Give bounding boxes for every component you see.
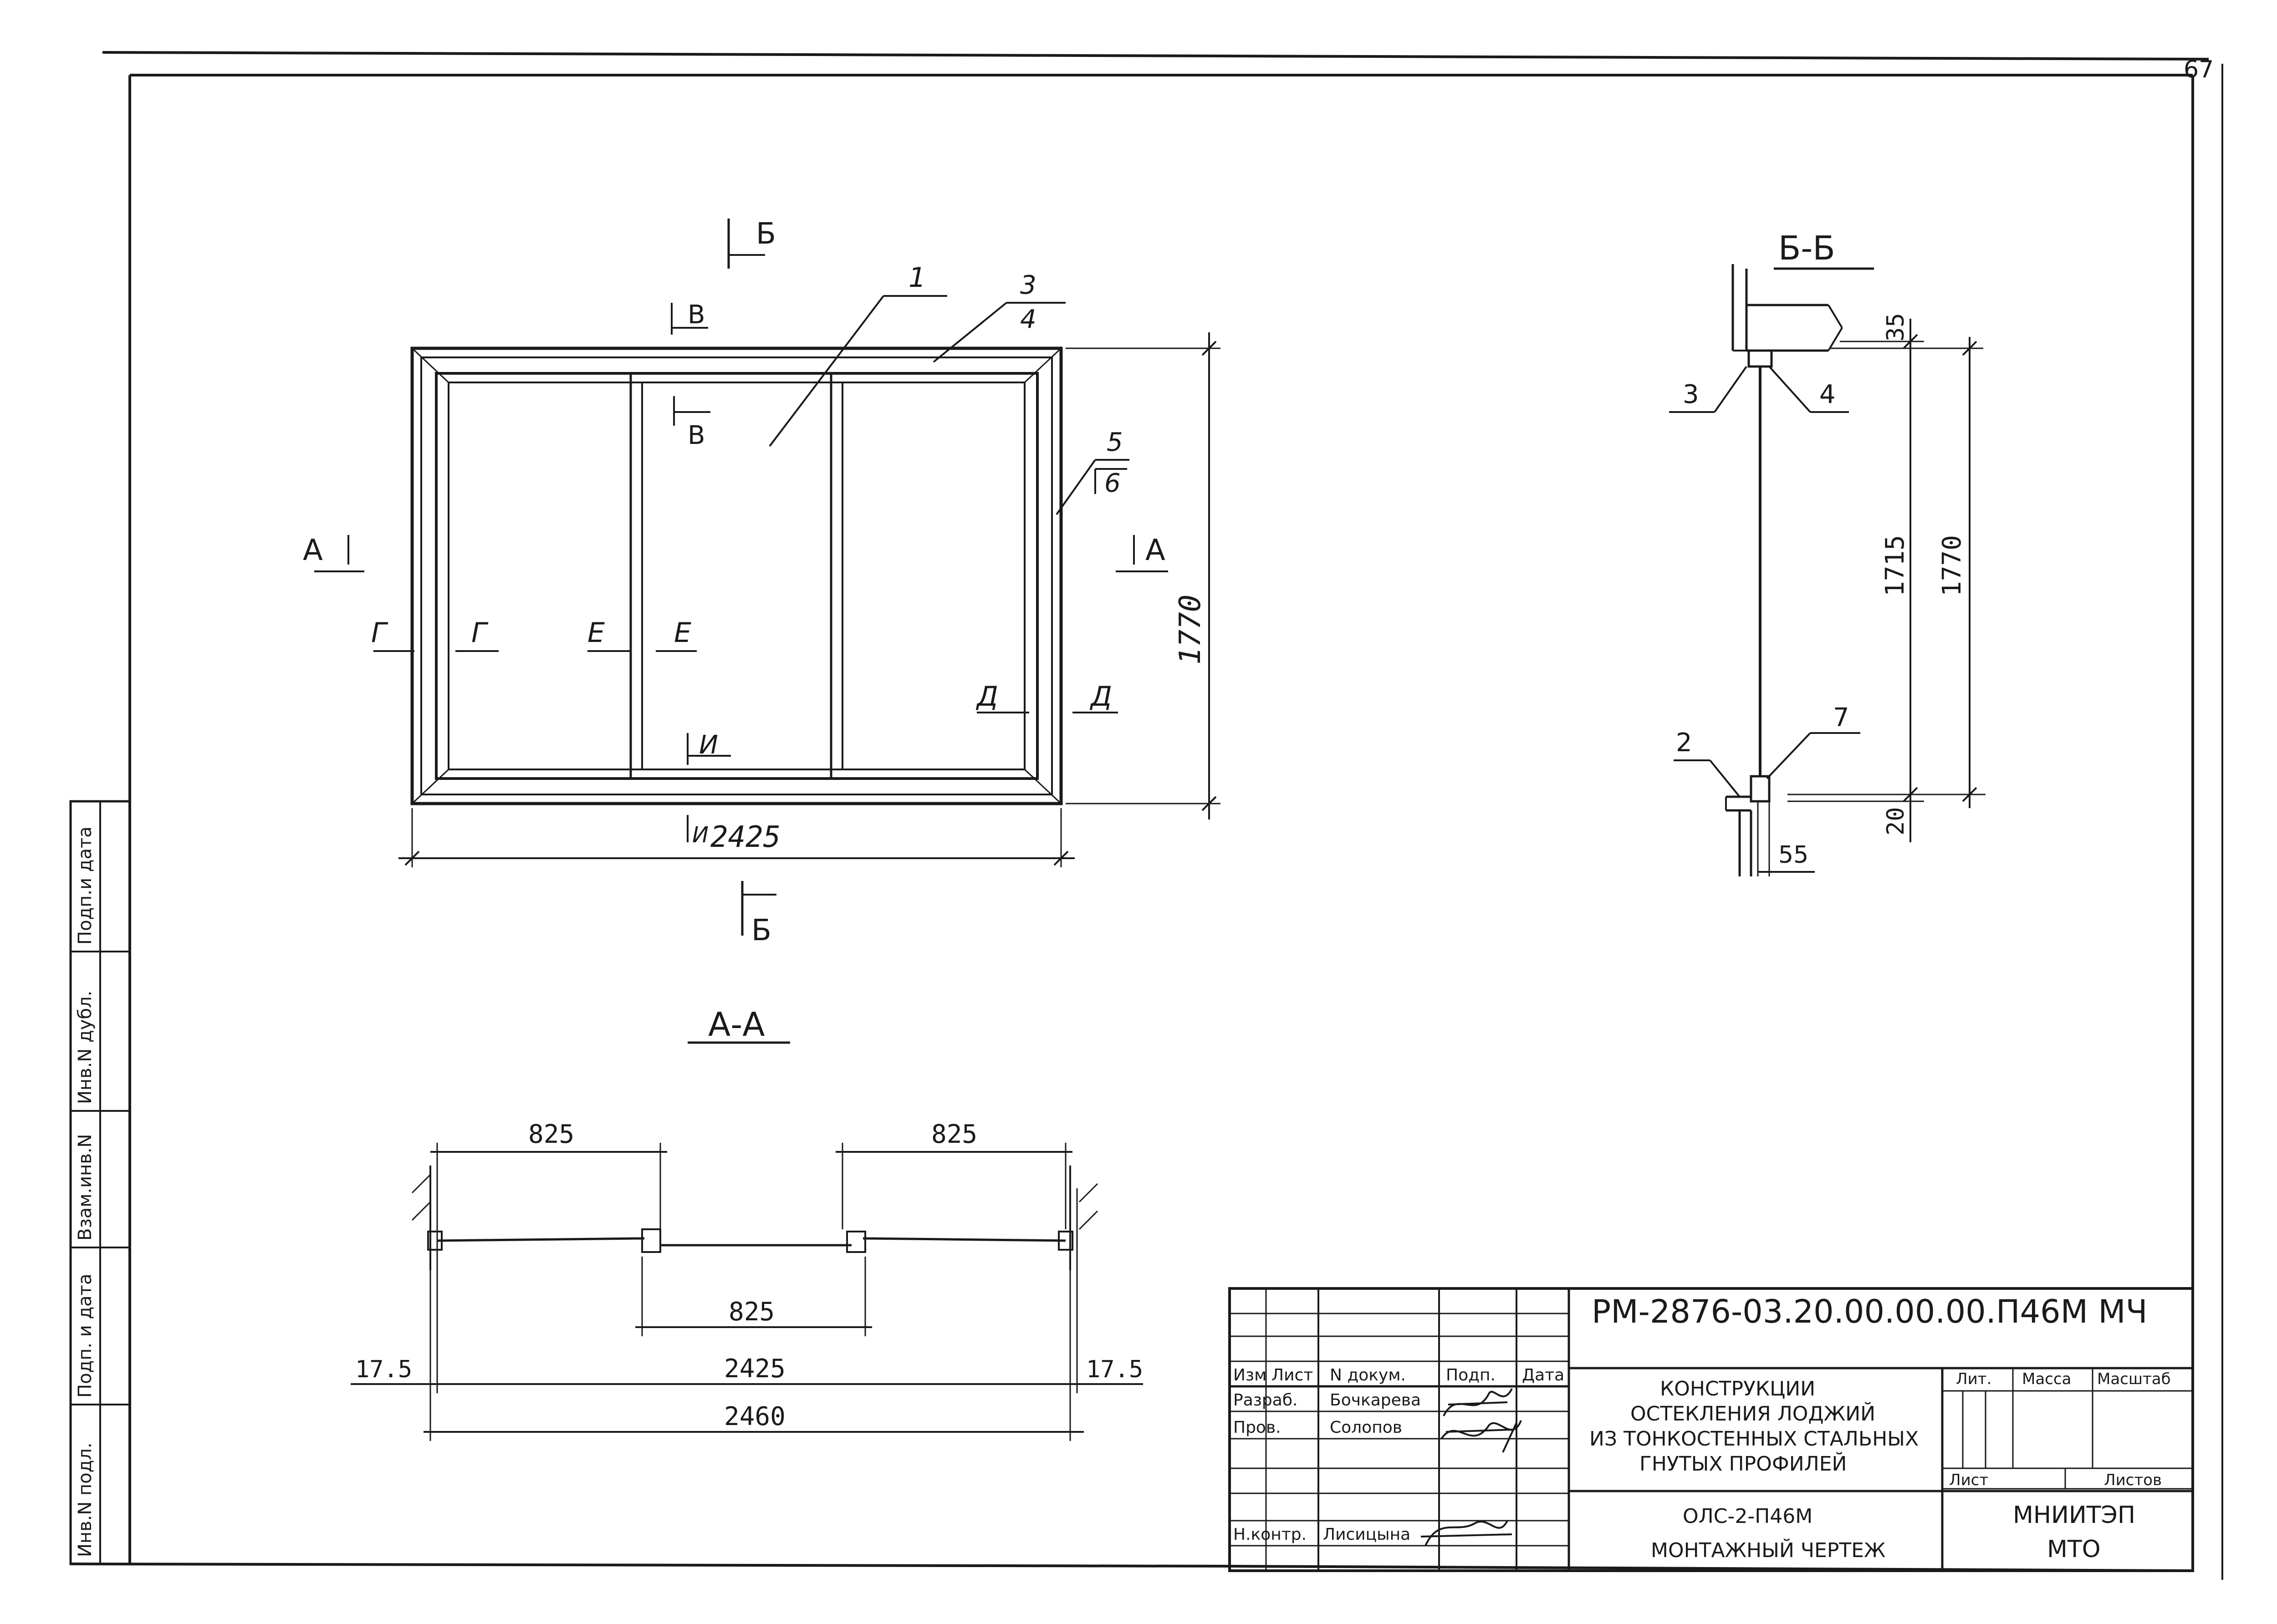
section-mark-v-top: В <box>688 300 705 330</box>
hdr-ndoc: N докум. <box>1330 1366 1406 1385</box>
section-mark-v-inner: В <box>688 421 705 450</box>
bb-leader-4: 4 <box>1819 380 1836 409</box>
title-block: РМ-2876-03.20.00.00.00.П46М МЧ Изм Лист … <box>1228 1287 2194 1572</box>
label-massa: Масса <box>2022 1370 2071 1388</box>
bb-leader-7: 7 <box>1833 703 1849 733</box>
hdr-data: Дата <box>1522 1366 1564 1385</box>
name-nkontr: Лисицына <box>1323 1525 1410 1544</box>
signature-prov <box>1440 1420 1522 1453</box>
stamp-vzam-inv: Взам.инв.N <box>75 1134 96 1241</box>
section-mark-i-bottom: И <box>692 822 709 848</box>
dim-1715: 1715 <box>1880 535 1910 596</box>
hdr-list: Лист <box>1271 1366 1313 1385</box>
aa-dim-825-right: 825 <box>931 1120 977 1149</box>
title-line-2: ОСТЕКЛЕНИЯ ЛОДЖИЙ <box>1630 1401 1875 1425</box>
section-mark-i-top: И <box>699 730 718 760</box>
hdr-podp: Подп. <box>1446 1366 1496 1385</box>
label-masshtab: Масштаб <box>2097 1370 2171 1388</box>
dim-55: 55 <box>1778 841 1808 869</box>
aa-dim-825-left: 825 <box>528 1120 574 1149</box>
section-mark-d-right: Д <box>1089 681 1112 713</box>
section-mark-b-bottom: Б <box>751 914 771 947</box>
name-razrab: Бочкарева <box>1330 1391 1421 1410</box>
aa-dim-825-mid: 825 <box>729 1297 775 1327</box>
leader-6: 6 <box>1104 468 1121 498</box>
section-bb-title: Б-Б <box>1778 229 1835 267</box>
label-list: Лист <box>1949 1471 1988 1489</box>
role-razrab: Разраб. <box>1233 1391 1297 1410</box>
leader-4: 4 <box>1020 305 1036 334</box>
dim-height-1770: 1770 <box>1174 595 1207 665</box>
role-prov: Пров. <box>1233 1418 1281 1437</box>
section-mark-e-right: Е <box>674 617 691 649</box>
section-mark-g-right: Г <box>471 617 489 649</box>
page-number: 67 <box>2184 56 2214 83</box>
label-listov: Листов <box>2104 1471 2162 1489</box>
title-line-4: ГНУТЫХ ПРОФИЛЕЙ <box>1639 1451 1847 1476</box>
section-mark-a-left: А <box>303 534 323 567</box>
section-aa: А-А 825 825 825 <box>351 1005 1143 1441</box>
aa-dim-2460: 2460 <box>724 1402 786 1431</box>
bb-leader-3: 3 <box>1683 380 1699 409</box>
aa-dim-17-5-left: 17.5 <box>355 1356 412 1383</box>
leader-5: 5 <box>1107 428 1123 457</box>
section-mark-g-left: Г <box>371 617 388 649</box>
section-mark-b-top: Б <box>756 217 776 251</box>
mark-line-1: ОЛС-2-П46М <box>1683 1505 1812 1528</box>
bb-leader-2: 2 <box>1676 728 1692 758</box>
leader-3: 3 <box>1020 270 1036 300</box>
section-mark-d-left: Д <box>975 681 998 713</box>
signature-razrab <box>1443 1388 1513 1416</box>
aa-dim-2425: 2425 <box>724 1354 786 1384</box>
stamp-inv-dubl: Инв.N дубл. <box>75 991 96 1104</box>
role-nkontr: Н.контр. <box>1233 1525 1307 1544</box>
org-line-2: МТО <box>2047 1536 2101 1563</box>
signature-nkontr <box>1420 1520 1512 1546</box>
dim-20: 20 <box>1882 807 1909 835</box>
leader-1: 1 <box>909 262 926 294</box>
section-mark-e-left: Е <box>587 617 605 649</box>
name-prov: Солопов <box>1330 1418 1402 1437</box>
stamp-podp-data-1: Подп. и дата <box>75 1274 96 1398</box>
title-line-1: КОНСТРУКЦИИ <box>1660 1377 1815 1400</box>
front-view: 2425 1770 1 3 4 5 6 Б Б В В <box>303 217 1220 947</box>
title-line-3: ИЗ ТОНКОСТЕННЫХ СТАЛЬНЫХ <box>1589 1427 1919 1451</box>
doc-code: РМ-2876-03.20.00.00.00.П46М МЧ <box>1592 1293 2148 1330</box>
stamp-inv-podl: Инв.N подл. <box>75 1442 96 1557</box>
dim-35: 35 <box>1882 313 1909 341</box>
org-line-1: МНИИТЭП <box>2013 1502 2135 1529</box>
dim-1770-bb: 1770 <box>1937 535 1967 596</box>
label-lit: Лит. <box>1956 1370 1991 1388</box>
mark-line-2: МОНТАЖНЫЙ ЧЕРТЕЖ <box>1651 1538 1885 1562</box>
side-stamp: Инв.N подл. Подп. и дата Взам.инв.N Инв.… <box>69 800 131 1565</box>
hdr-izm: Изм <box>1233 1366 1266 1385</box>
aa-dim-17-5-right: 17.5 <box>1086 1356 1143 1383</box>
section-aa-title: А-А <box>708 1005 765 1044</box>
section-bb: Б-Б 55 35 1715 1770 20 <box>1669 229 1986 876</box>
stamp-podp-data-2: Подп.и дата <box>75 826 96 945</box>
dim-width-2425: 2425 <box>710 820 781 854</box>
section-mark-a-right: А <box>1145 534 1165 567</box>
